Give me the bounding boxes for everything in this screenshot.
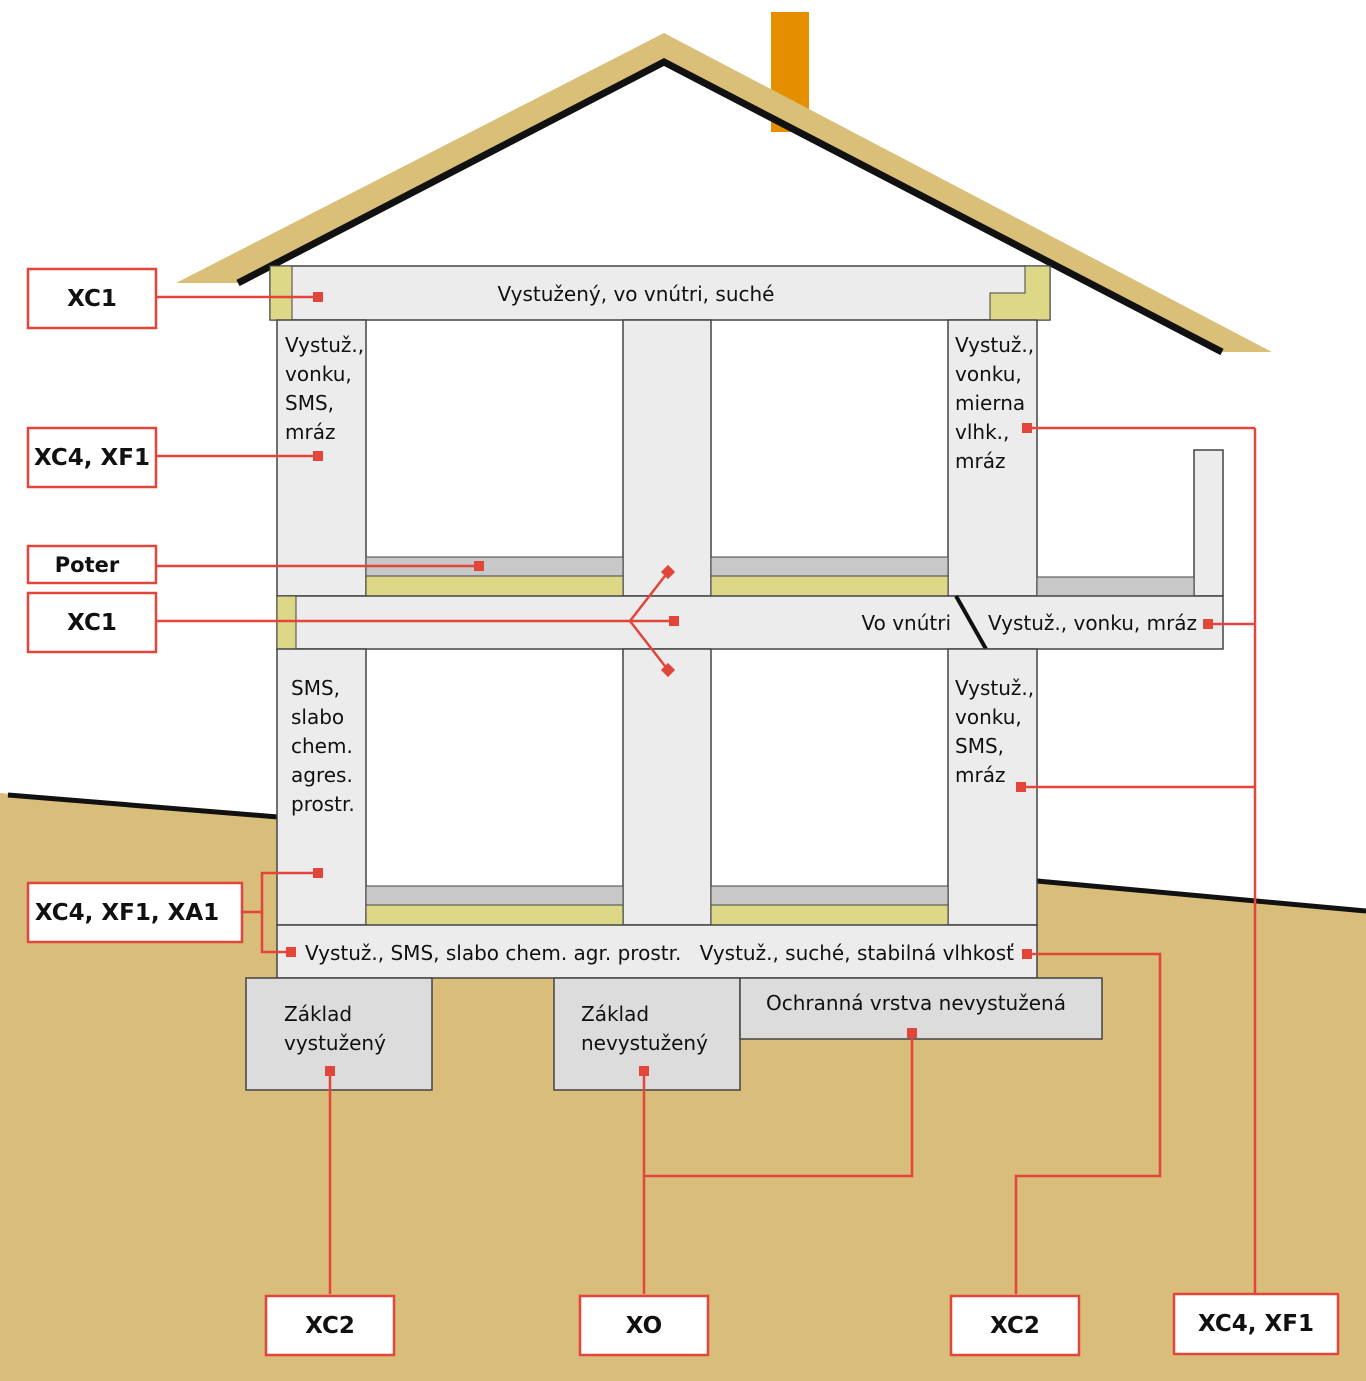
center-column-upper — [622, 319, 712, 597]
tag-xc2-left: XC2 — [264, 1294, 396, 1357]
screed-lower-left — [365, 885, 624, 906]
tag-xc1-middle: XC1 — [26, 591, 158, 654]
tag-xc4-xf1-xa1: XC4, XF1, XA1 — [26, 881, 244, 944]
svg-text:XO: XO — [626, 1313, 662, 1339]
ground-line-left — [7, 792, 279, 820]
roof-slab-label: Vystužený, vo vnútri, suché — [498, 282, 775, 306]
insulation-upper-right — [710, 575, 949, 597]
center-column-lower — [622, 648, 712, 926]
tag-poter: Poter — [26, 544, 158, 585]
foundation-left — [245, 977, 433, 1091]
base-slab-left-label: Vystuž., SMS, slabo chem. agr. prostr. — [305, 941, 681, 965]
protective-layer — [739, 977, 1103, 1040]
screed-lower-right — [710, 885, 949, 906]
left-wall-lower — [276, 648, 367, 926]
balcony-parapet — [1193, 449, 1224, 597]
right-wall-lower-label: Vystuž., vonku, SMS, mráz — [955, 676, 1041, 787]
svg-text:XC4, XF1, XA1: XC4, XF1, XA1 — [35, 900, 219, 926]
balcony-screed — [1036, 576, 1195, 597]
base-slab — [276, 924, 1038, 979]
thermal-break — [954, 595, 988, 650]
middle-slab-inside-label: Vo vnútri — [861, 611, 951, 635]
tag-x0: XO — [578, 1294, 710, 1357]
foundation-middle-label: Základ nevystužený — [581, 1002, 708, 1055]
base-slab-right-label: Vystuž., suché, stabilná vlhkosť — [700, 941, 1014, 965]
leader-markers — [286, 292, 1213, 1076]
tag-xc4-xf1-right: XC4, XF1 — [1172, 1292, 1340, 1356]
insulation-lower-right — [710, 904, 949, 926]
svg-text:XC1: XC1 — [67, 286, 117, 312]
svg-text:XC2: XC2 — [305, 1313, 355, 1339]
insulation-upper-left — [365, 575, 624, 597]
middle-slab — [276, 595, 1224, 650]
left-wall-upper-label: Vystuž., vonku, SMS, mráz — [285, 333, 371, 444]
roof-slab-insulation-left — [269, 265, 293, 321]
protective-layer-label: Ochranná vrstva nevystužená — [766, 991, 1066, 1015]
svg-text:XC1: XC1 — [67, 610, 117, 636]
svg-text:XC4, XF1: XC4, XF1 — [1198, 1311, 1314, 1337]
ground-line-right — [1036, 878, 1366, 914]
svg-text:Poter: Poter — [55, 553, 120, 577]
left-wall-lower-label: SMS, slabo chem. agres. prostr. — [291, 676, 359, 816]
foundation-left-label: Základ vystužený — [284, 1002, 386, 1055]
svg-text:XC4, XF1: XC4, XF1 — [34, 445, 150, 471]
balcony-label: Vystuž., vonku, mráz — [988, 611, 1197, 635]
middle-slab-insulation — [276, 595, 297, 650]
leader-lines — [156, 295, 1257, 1294]
roof-underside — [236, 58, 1224, 356]
tag-xc4-xf1-left: XC4, XF1 — [26, 426, 158, 489]
tag-xc2-right: XC2 — [949, 1294, 1081, 1357]
tag-xc1-top: XC1 — [26, 267, 158, 330]
insulation-lower-left — [365, 904, 624, 926]
svg-text:XC2: XC2 — [990, 1313, 1040, 1339]
right-wall-upper-label: Vystuž., vonku, mierna vlhk., mráz — [955, 333, 1041, 473]
screed-upper-right — [710, 556, 949, 577]
